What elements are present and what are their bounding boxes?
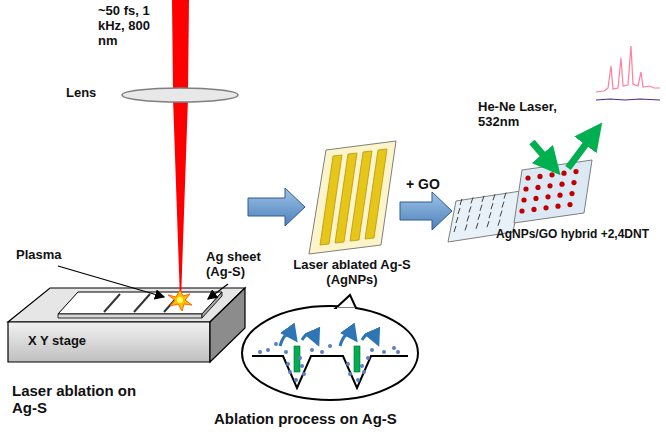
particle-dot xyxy=(396,350,400,354)
spike-mark xyxy=(478,214,480,220)
particle-dot xyxy=(549,172,554,177)
particle-dot xyxy=(346,362,350,366)
probe-laser-label: He-Ne Laser, 532nm xyxy=(478,100,574,130)
particle-dot xyxy=(519,208,524,213)
particle-dot xyxy=(258,350,262,354)
particle-dot xyxy=(571,180,576,185)
reagent-label: + GO xyxy=(406,176,456,192)
particle-dot xyxy=(286,362,290,366)
particle-dot xyxy=(533,196,538,201)
particle-dot xyxy=(545,194,550,199)
particle-dot xyxy=(294,378,298,382)
particle-dot xyxy=(537,174,542,179)
laser-parameters: ~50 fs, 1 kHz, 800 nm xyxy=(98,4,170,49)
spike-mark xyxy=(480,205,482,211)
particle-dot xyxy=(288,370,292,374)
particle-dot xyxy=(328,344,332,348)
particle-dot xyxy=(521,197,526,202)
stage-label: X Y stage xyxy=(28,334,158,349)
spike-mark xyxy=(482,196,484,202)
step-caption: AgNPs/GO hybrid +2,4DNT xyxy=(496,228,649,242)
particle-dot xyxy=(523,186,528,191)
plasma-label: Plasma xyxy=(16,248,86,263)
particle-dot xyxy=(310,348,314,352)
particle-dot xyxy=(348,372,352,376)
particle-dot xyxy=(547,183,552,188)
step-caption: Laser ablation on Ag-S xyxy=(12,382,162,417)
spike-mark xyxy=(454,226,456,232)
particle-dot xyxy=(370,348,374,352)
spike-mark xyxy=(458,208,460,214)
spike-mark xyxy=(465,224,467,230)
particle-dot xyxy=(559,182,564,187)
spike-mark xyxy=(467,215,469,221)
inset-caption: Ablation process on Ag-S xyxy=(214,410,454,427)
particle-dot xyxy=(320,350,324,354)
spike-mark xyxy=(493,194,495,200)
particle-dot xyxy=(266,348,270,352)
spike-mark xyxy=(456,217,458,223)
lens-label: Lens xyxy=(66,86,116,101)
spike-mark xyxy=(489,212,491,218)
particle-dot xyxy=(573,169,578,174)
particle-dot xyxy=(298,356,302,360)
particle-dot xyxy=(557,193,562,198)
particle-dot xyxy=(555,204,560,209)
particle-dot xyxy=(535,185,540,190)
spike-mark xyxy=(500,211,502,217)
particle-dot xyxy=(392,346,396,350)
particle-dot xyxy=(525,175,530,180)
spike-mark xyxy=(498,220,500,226)
particle-dot xyxy=(362,370,366,374)
particle-dot xyxy=(300,364,304,368)
spike-mark xyxy=(471,197,473,203)
particle-dot xyxy=(569,191,574,196)
spike-mark xyxy=(504,193,506,199)
particle-dot xyxy=(561,171,566,176)
particle-dot xyxy=(567,202,572,207)
particle-dot xyxy=(531,207,536,212)
particle-dot xyxy=(356,378,360,382)
spike-mark xyxy=(460,199,462,205)
particle-dot xyxy=(366,356,370,360)
particle-dot xyxy=(274,342,278,346)
particle-dot xyxy=(360,364,364,368)
spike-mark xyxy=(476,223,478,229)
spike-mark xyxy=(487,221,489,227)
particle-dot xyxy=(302,372,306,376)
sheet-label: Ag sheet (Ag-S) xyxy=(206,250,268,280)
particle-dot xyxy=(382,350,386,354)
spike-mark xyxy=(502,202,504,208)
particle-dot xyxy=(284,350,288,354)
spike-mark xyxy=(469,206,471,212)
particle-dot xyxy=(543,205,548,210)
step-caption: Laser ablated Ag-S (AgNPs) xyxy=(285,258,419,288)
spike-mark xyxy=(491,203,493,209)
